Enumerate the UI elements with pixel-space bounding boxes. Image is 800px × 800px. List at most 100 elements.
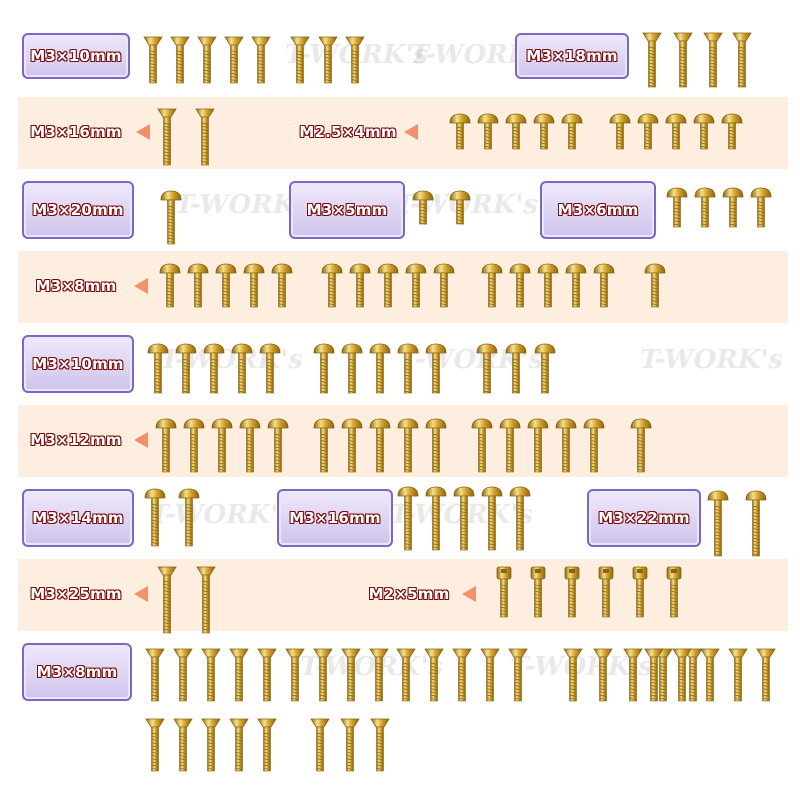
socket-head-screw-icon	[564, 566, 580, 618]
flat-head-screw-icon	[480, 648, 500, 702]
flat-head-screw-icon	[673, 32, 693, 88]
flat-head-screw-icon	[728, 648, 748, 702]
button-head-screw-icon	[477, 113, 499, 150]
left-pointing-triangle-icon	[136, 124, 150, 140]
button-head-screw-icon	[533, 113, 555, 150]
flat-head-screw-icon	[310, 718, 330, 772]
button-head-screw-icon	[750, 187, 772, 228]
left-pointing-triangle-icon	[404, 124, 418, 140]
button-head-screw-icon	[481, 486, 503, 551]
button-head-screw-icon	[425, 343, 447, 394]
button-head-screw-icon	[313, 343, 335, 394]
size-label-m3x6: M3×6mm	[540, 181, 656, 239]
button-head-screw-icon	[341, 418, 363, 473]
button-head-screw-icon	[694, 187, 716, 228]
button-head-screw-icon	[231, 343, 253, 394]
flat-head-screw-icon	[313, 648, 333, 702]
button-head-screw-icon	[187, 263, 209, 308]
button-head-screw-icon	[155, 418, 177, 473]
flat-head-screw-icon	[672, 648, 692, 702]
flat-head-screw-icon	[593, 648, 613, 702]
flat-head-screw-icon	[563, 648, 583, 702]
button-head-screw-icon	[397, 418, 419, 473]
button-head-screw-icon	[721, 113, 743, 150]
button-head-screw-icon	[425, 418, 447, 473]
flat-head-screw-icon	[195, 108, 215, 166]
button-head-screw-icon	[433, 263, 455, 308]
button-head-screw-icon	[425, 486, 447, 551]
button-head-screw-icon	[215, 263, 237, 308]
flat-head-screw-icon	[173, 648, 193, 702]
flat-head-screw-icon	[508, 648, 528, 702]
flat-head-screw-icon	[224, 36, 244, 84]
button-head-screw-icon	[555, 418, 577, 473]
left-pointing-triangle-icon	[134, 278, 148, 294]
button-head-screw-icon	[397, 486, 419, 551]
button-head-screw-icon	[527, 418, 549, 473]
flat-head-screw-icon	[318, 36, 338, 84]
button-head-screw-icon	[144, 488, 166, 547]
flat-head-screw-icon	[229, 648, 249, 702]
flat-head-screw-icon	[257, 648, 277, 702]
flat-head-screw-icon	[251, 36, 271, 84]
button-head-screw-icon	[722, 187, 744, 228]
socket-head-screw-icon	[598, 566, 614, 618]
button-head-screw-icon	[405, 263, 427, 308]
button-head-screw-icon	[211, 418, 233, 473]
size-label-m3x25: M3×25mm	[30, 585, 122, 603]
left-pointing-triangle-icon	[462, 586, 476, 602]
flat-head-screw-icon	[341, 648, 361, 702]
button-head-screw-icon	[693, 113, 715, 150]
button-head-screw-icon	[449, 113, 471, 150]
socket-head-screw-icon	[530, 566, 546, 618]
button-head-screw-icon	[321, 263, 343, 308]
size-label-m3x16-top: M3×16mm	[30, 123, 122, 141]
flat-head-screw-icon	[370, 718, 390, 772]
size-label-m3x16-mid: M3×16mm	[277, 489, 393, 547]
button-head-screw-icon	[665, 113, 687, 150]
flat-head-screw-icon	[345, 36, 365, 84]
button-head-screw-icon	[412, 190, 434, 225]
size-label-m3x8-top: M3×8mm	[35, 277, 117, 295]
button-head-screw-icon	[397, 343, 419, 394]
flat-head-screw-icon	[143, 36, 163, 84]
button-head-screw-icon	[369, 343, 391, 394]
size-label-m3x5: M3×5mm	[289, 181, 405, 239]
button-head-screw-icon	[271, 263, 293, 308]
button-head-screw-icon	[609, 113, 631, 150]
socket-head-screw-icon	[496, 566, 512, 618]
flat-head-screw-icon	[340, 718, 360, 772]
flat-head-screw-icon	[396, 648, 416, 702]
button-head-screw-icon	[239, 418, 261, 473]
watermark-8: T-WORK's	[150, 500, 294, 530]
button-head-screw-icon	[147, 343, 169, 394]
button-head-screw-icon	[341, 343, 363, 394]
flat-head-screw-icon	[229, 718, 249, 772]
flat-head-screw-icon	[642, 32, 662, 88]
socket-head-screw-icon	[666, 566, 682, 618]
flat-head-screw-icon	[623, 648, 643, 702]
button-head-screw-icon	[707, 490, 729, 557]
button-head-screw-icon	[593, 263, 615, 308]
size-label-m3x10-mid: M3×10mm	[22, 335, 134, 393]
button-head-screw-icon	[630, 418, 652, 473]
flat-head-screw-icon	[145, 718, 165, 772]
flat-head-screw-icon	[170, 36, 190, 84]
button-head-screw-icon	[471, 418, 493, 473]
flat-head-screw-icon	[369, 648, 389, 702]
button-head-screw-icon	[644, 263, 666, 308]
size-label-m3x10-top: M3×10mm	[22, 33, 130, 79]
button-head-screw-icon	[505, 113, 527, 150]
button-head-screw-icon	[537, 263, 559, 308]
button-head-screw-icon	[259, 343, 281, 394]
button-head-screw-icon	[449, 190, 471, 225]
button-head-screw-icon	[745, 490, 767, 557]
flat-head-screw-icon	[201, 718, 221, 772]
flat-head-screw-icon	[424, 648, 444, 702]
button-head-screw-icon	[369, 418, 391, 473]
button-head-screw-icon	[313, 418, 335, 473]
flat-head-screw-icon	[703, 32, 723, 88]
button-head-screw-icon	[476, 343, 498, 394]
button-head-screw-icon	[509, 486, 531, 551]
size-label-m3x20: M3×20mm	[22, 181, 134, 239]
